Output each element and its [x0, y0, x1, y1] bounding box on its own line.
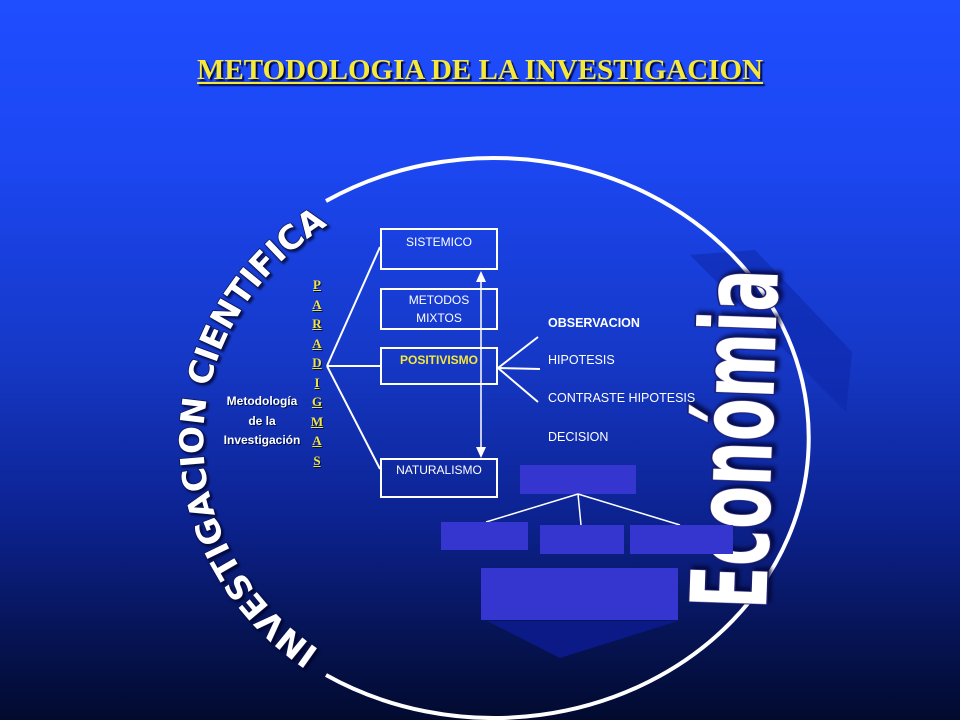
paradigm-box-label: SISTEMICO	[405, 235, 472, 249]
org-box-middle	[540, 525, 624, 554]
paradigm-box-label: POSITIVISMO	[399, 353, 478, 367]
paradigm-letter: R	[312, 316, 322, 331]
paradigm-box-naturalismo: NATURALISMO	[380, 458, 498, 498]
connector-step-lower	[497, 367, 539, 403]
connector-step-upper	[497, 336, 539, 369]
method-label-line-3: Investigación	[223, 433, 301, 447]
org-box-right	[630, 525, 733, 554]
paradigm-box-positivismo: POSITIVISMO	[380, 347, 498, 385]
double-arrow-head-top	[476, 271, 486, 282]
method-label-line-1: Metodología	[226, 394, 298, 408]
paradigm-box-label: NATURALISMO	[396, 463, 482, 477]
background-diagonal-band	[690, 250, 852, 412]
paradigm-letter: A	[312, 335, 322, 351]
paradigm-letter: I	[314, 374, 320, 390]
paradigm-box-label-line-2: MIXTOS	[416, 311, 462, 325]
step-observacion: OBSERVACION	[548, 316, 640, 330]
connector-sistemico	[326, 246, 381, 367]
method-label-line-2: de la	[248, 413, 276, 428]
org-box-top	[520, 465, 636, 494]
step-contraste-hipotesis: CONTRASTE HIPOTESIS	[548, 391, 696, 405]
paradigm-box-label-line-1: METODOS	[408, 293, 470, 307]
paradigm-box-sistemico: SISTEMICO	[380, 228, 498, 270]
org-connector-right	[577, 493, 681, 526]
connector-step-middle	[497, 367, 541, 370]
org-connector-left	[485, 493, 579, 523]
paradigm-letter: P	[313, 277, 321, 292]
step-hipotesis: HIPOTESIS	[548, 353, 615, 367]
side-word: Económia	[669, 267, 803, 611]
slide-title: METODOLOGIA DE LA INVESTIGACION	[197, 54, 763, 86]
outer-circle	[325, 156, 811, 720]
connector-naturalismo	[326, 365, 381, 470]
org-box-bottom	[481, 568, 678, 620]
method-label: Metodología de la Investigación	[212, 392, 312, 451]
paradigm-letter: M	[310, 413, 324, 429]
step-decision: DECISION	[548, 430, 609, 444]
org-box-left	[441, 522, 528, 550]
paradigm-word-vertical: P A R A D I G M A S	[307, 275, 327, 470]
paradigm-letter: A	[312, 296, 322, 312]
paradigm-letter: D	[312, 355, 322, 370]
background-shadow-triangle	[487, 621, 678, 658]
paradigm-letter: G	[311, 394, 323, 409]
paradigm-box-metodos-mixtos: METODOS MIXTOS	[380, 288, 498, 330]
org-connector-middle	[577, 493, 582, 526]
paradigm-letter: A	[312, 433, 322, 448]
double-arrow-head-bottom	[476, 447, 486, 458]
paradigm-letter: S	[313, 452, 321, 468]
